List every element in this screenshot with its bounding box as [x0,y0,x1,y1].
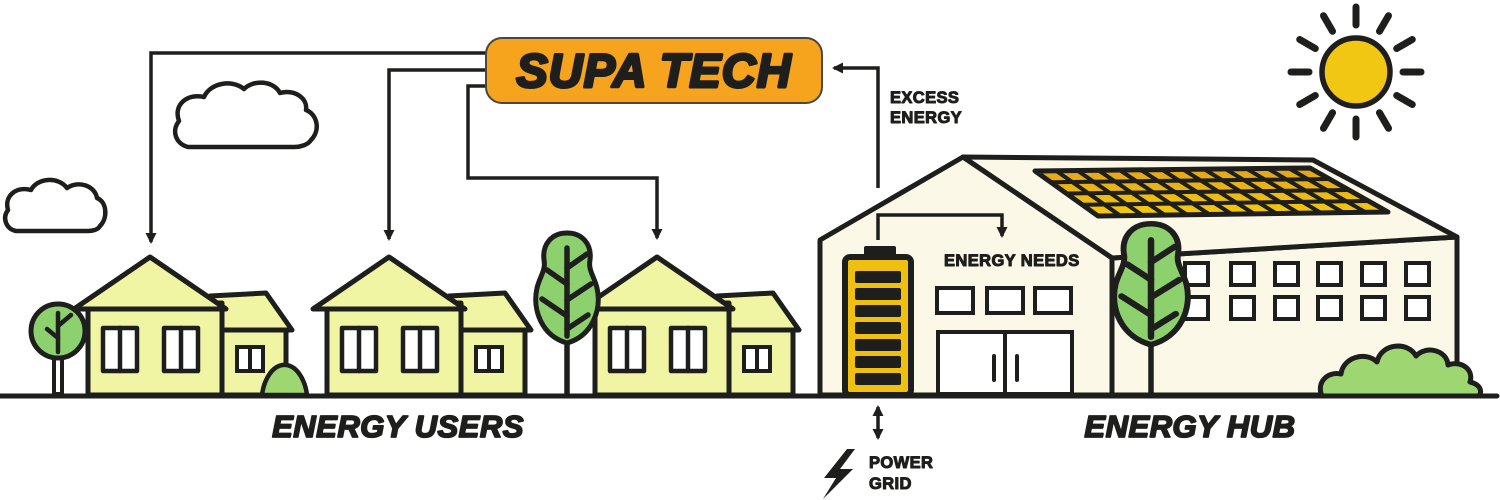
brand-banner: SUPA TECH [485,37,823,104]
tree-branch [55,312,74,329]
battery-bar [855,322,901,334]
solar-panel-icon [1032,165,1391,219]
window [1404,295,1431,321]
brand-banner-box [485,37,823,104]
window [1360,261,1387,287]
battery-bars [855,271,901,385]
window [1229,261,1256,287]
window [935,286,975,315]
tree-icon [28,301,88,396]
battery-bar [855,271,901,283]
sun-ray [1393,92,1416,108]
window [1033,286,1073,315]
bush-icon [259,362,310,398]
battery-icon [842,246,914,398]
arrow-icon [466,84,663,240]
excess-energy-label-line1: EXCESS [890,89,959,107]
window [1404,261,1431,287]
solar-cell-line [1050,177,1330,185]
battery-bar [855,305,901,317]
energy-users-label: ENERGY USERS [272,409,524,444]
tree-icon [1114,224,1188,397]
power-grid-label-line2: GRID [869,475,912,493]
battery-bar [855,339,901,351]
cloud-icon [172,80,319,150]
window [1273,295,1300,321]
sun-disc [1319,35,1393,109]
house-icon [581,257,799,395]
window [1360,295,1387,321]
tree-branch [44,326,61,341]
hub-side-windows [1183,261,1431,321]
sun-ray [1320,12,1336,35]
sun-ray [1320,109,1336,132]
bush-icon [1317,343,1484,399]
tree-icon [536,233,599,397]
window [985,286,1025,315]
sun-ray [1296,36,1319,52]
arrow-icon [145,51,486,244]
energy-needs-label: ENERGY NEEDS [944,252,1080,270]
lightning-bolt-icon [823,449,855,499]
sun-icon [1287,3,1425,141]
arrow-icon [832,62,880,188]
sun-ray [1296,92,1319,108]
battery-bar [855,373,901,385]
supply-arrows [145,51,663,244]
power-grid-label-line1: POWER [869,454,933,472]
house-icon [74,257,292,395]
battery-bar [855,356,901,368]
sun-ray [1376,109,1392,132]
arrow-icon [383,68,486,241]
sun-rays [1287,3,1425,141]
solar-grid-lines [1050,166,1369,218]
window [1316,295,1343,321]
solar-frame [1032,165,1391,219]
warehouse-icon: ENERGY NEEDS [817,154,1460,398]
window [1229,295,1256,321]
double-door [936,330,1074,396]
cloud-icon [3,177,108,234]
energy-hub-label: ENERGY HUB [1084,409,1295,444]
excess-energy-label-line2: ENERGY [890,109,962,127]
brand-title: SUPA TECH [516,44,791,97]
battery-bar [855,288,901,300]
sun-ray [1376,12,1392,35]
window [1273,261,1300,287]
solar-cell-line [1082,199,1369,207]
sun-ray [1393,36,1416,52]
window [1316,261,1343,287]
solar-cell-line [1066,188,1350,196]
house-icon [313,257,531,395]
arrow-icon [876,213,1008,240]
